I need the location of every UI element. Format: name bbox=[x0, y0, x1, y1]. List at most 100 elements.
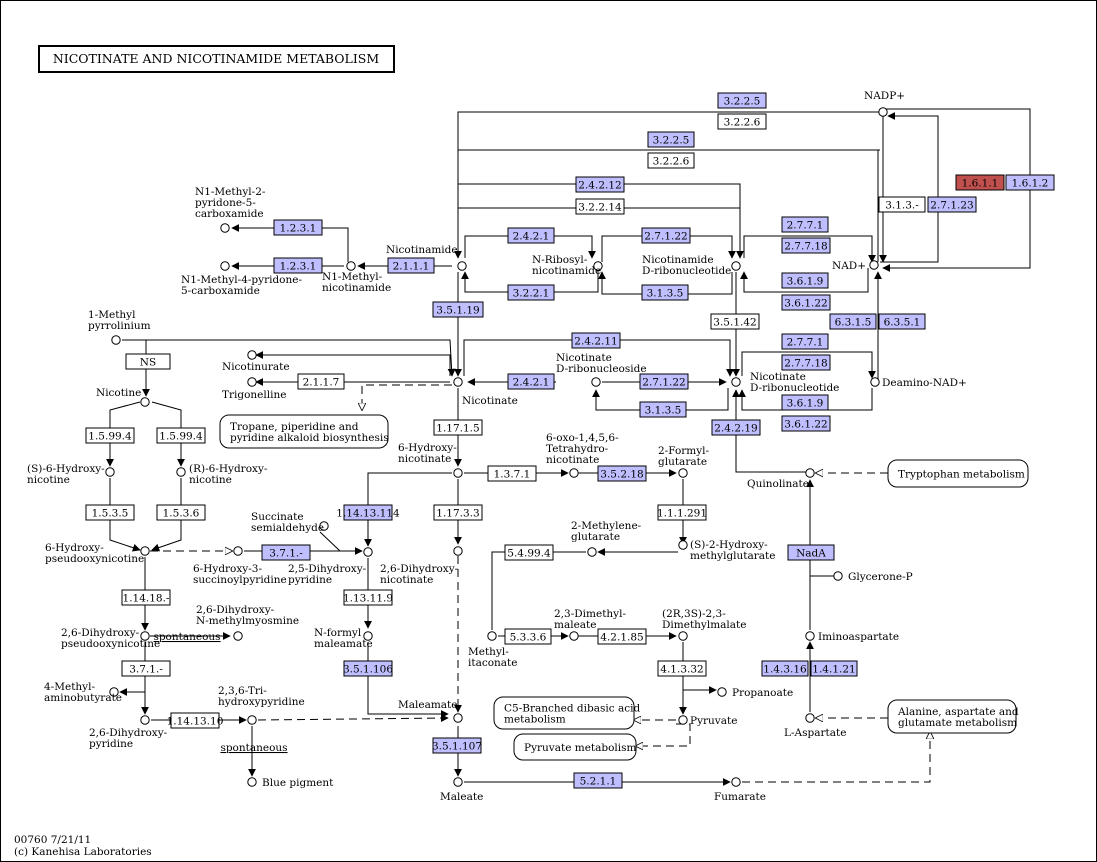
enzyme-box-e35[interactable] bbox=[781, 415, 831, 432]
enzyme-e41[interactable]: 3.5.2.18 bbox=[597, 465, 647, 482]
enzyme-e24[interactable]: 6.3.1.5 bbox=[829, 313, 877, 330]
compound-n1mnic[interactable]: N1-Methyl-nicotinamide bbox=[322, 261, 391, 294]
enzyme-e26[interactable]: NS bbox=[125, 353, 171, 370]
map-m5[interactable]: Pyruvate metabolism bbox=[513, 733, 637, 761]
enzyme-box-e23[interactable] bbox=[710, 313, 760, 330]
enzyme-e47[interactable]: 3.7.1.- bbox=[261, 544, 311, 561]
enzyme-e53[interactable]: 4.2.1.85 bbox=[597, 628, 647, 645]
enzyme-box-e50[interactable] bbox=[121, 589, 171, 606]
compound-node-trigonelline[interactable] bbox=[247, 377, 257, 387]
compound-maleamate[interactable]: Maleamate bbox=[398, 699, 463, 723]
enzyme-e44[interactable]: 1.14.13.114 bbox=[336, 504, 400, 521]
compound-node-quinolinate[interactable] bbox=[805, 468, 815, 478]
compound-trigonelline[interactable]: Trigonelline bbox=[222, 377, 286, 401]
enzyme-e56[interactable]: 4.1.3.32 bbox=[657, 660, 707, 677]
compound-dhnic[interactable]: 2,6-Dihydroxy-nicotinate bbox=[380, 546, 463, 586]
enzyme-box-e5[interactable] bbox=[575, 176, 625, 193]
enzyme-e18[interactable]: 2.7.7.1 bbox=[781, 216, 829, 233]
compound-oxotetra[interactable]: 6-oxo-1,4,5,6-Tetrahydro-nicotinate bbox=[546, 432, 619, 478]
enzyme-e58[interactable]: 1.4.1.21 bbox=[810, 660, 858, 677]
enzyme-box-e55[interactable] bbox=[121, 660, 171, 677]
compound-node-nadp[interactable] bbox=[878, 107, 888, 117]
enzyme-e20[interactable]: 3.6.1.9 bbox=[781, 272, 829, 289]
enzyme-e3[interactable]: 3.2.2.5 bbox=[647, 131, 695, 148]
enzyme-box-e32[interactable] bbox=[781, 333, 829, 350]
enzyme-e50[interactable]: 1.14.18.- bbox=[121, 589, 171, 606]
compound-nicotine[interactable]: Nicotine bbox=[96, 387, 150, 407]
compound-node-propanoate[interactable] bbox=[717, 687, 727, 697]
compound-node-dhnmm[interactable] bbox=[233, 631, 243, 641]
enzyme-box-e59[interactable] bbox=[170, 712, 220, 729]
enzyme-box-e37[interactable] bbox=[85, 427, 135, 444]
enzyme-e51[interactable]: 1.13.11.9 bbox=[343, 589, 393, 606]
enzyme-e31[interactable]: 3.1.3.5 bbox=[639, 401, 687, 418]
enzyme-box-e53[interactable] bbox=[597, 628, 647, 645]
enzyme-e9[interactable]: 3.1.3.- bbox=[878, 196, 926, 213]
compound-node-maleamate[interactable] bbox=[453, 713, 463, 723]
compound-deamino[interactable]: Deamino-NAD+ bbox=[870, 377, 967, 389]
enzyme-e11[interactable]: 1.2.3.1 bbox=[273, 219, 323, 236]
compound-node-methglut[interactable] bbox=[587, 547, 597, 557]
enzyme-box-e14[interactable] bbox=[507, 227, 555, 244]
enzyme-box-e51[interactable] bbox=[343, 589, 393, 606]
compound-node-nar[interactable] bbox=[591, 377, 601, 387]
compound-formylglut[interactable]: 2-Formyl-glutarate bbox=[658, 445, 710, 478]
enzyme-box-e34[interactable] bbox=[781, 394, 829, 411]
compound-hmg[interactable]: (S)-2-Hydroxy-methylglutarate bbox=[678, 539, 776, 562]
compound-dmm[interactable]: 2,3-Dimethyl-maleate bbox=[554, 608, 626, 641]
enzyme-box-e48[interactable] bbox=[504, 544, 554, 561]
enzyme-e2[interactable]: 3.2.2.6 bbox=[717, 113, 767, 130]
compound-iminoasp[interactable]: Iminoaspartate bbox=[805, 631, 899, 643]
enzyme-box-e54[interactable] bbox=[343, 660, 393, 677]
enzyme-box-e25[interactable] bbox=[878, 313, 926, 330]
enzyme-box-e18[interactable] bbox=[781, 216, 829, 233]
compound-node-dhp[interactable] bbox=[363, 547, 373, 557]
enzyme-e36[interactable]: 1.17.1.5 bbox=[433, 419, 483, 436]
enzyme-e19[interactable]: 2.7.7.18 bbox=[781, 237, 831, 254]
compound-nicamide[interactable]: Nicotinamide bbox=[386, 244, 467, 271]
enzyme-box-e27[interactable] bbox=[571, 332, 621, 349]
enzyme-e52[interactable]: 5.3.3.6 bbox=[504, 628, 552, 645]
compound-n1m4py[interactable]: N1-Methyl-4-pyridone-5-carboxamide bbox=[181, 261, 302, 297]
enzyme-box-e60[interactable] bbox=[432, 737, 482, 754]
compound-pyruvate[interactable]: Pyruvate bbox=[678, 715, 738, 727]
enzyme-box-e30[interactable] bbox=[639, 373, 689, 390]
enzyme-box-e61[interactable] bbox=[573, 772, 623, 789]
enzyme-e6[interactable]: 3.2.2.14 bbox=[575, 198, 625, 215]
compound-node-hpseudo[interactable] bbox=[140, 546, 150, 556]
enzyme-e22[interactable]: 3.5.1.19 bbox=[432, 301, 484, 318]
compound-node-n1mnic[interactable] bbox=[346, 261, 356, 271]
compound-node-namn[interactable] bbox=[731, 377, 741, 387]
enzyme-e23[interactable]: 3.5.1.42 bbox=[710, 313, 760, 330]
enzyme-e39[interactable]: 2.4.2.19 bbox=[711, 419, 761, 436]
enzyme-e57[interactable]: 1.4.3.16 bbox=[761, 660, 809, 677]
enzyme-box-e11[interactable] bbox=[273, 219, 323, 236]
compound-node-formylglut[interactable] bbox=[678, 468, 688, 478]
compound-nicotinate[interactable]: Nicotinate bbox=[453, 377, 518, 407]
enzyme-e10[interactable]: 2.7.1.23 bbox=[927, 196, 977, 213]
enzyme-e61[interactable]: 5.2.1.1 bbox=[573, 772, 623, 789]
compound-node-succsemi[interactable] bbox=[319, 521, 329, 531]
compound-node-dhnic[interactable] bbox=[453, 546, 463, 556]
compound-maleate[interactable]: Maleate bbox=[440, 777, 483, 803]
compound-node-blue[interactable] bbox=[247, 777, 257, 787]
compound-hpseudo[interactable]: 6-Hydroxy-pseudooxynicotine bbox=[45, 542, 150, 565]
compound-node-deamino[interactable] bbox=[870, 377, 880, 387]
enzyme-e43[interactable]: 1.5.3.6 bbox=[156, 504, 206, 521]
map-box-m2[interactable] bbox=[887, 459, 1029, 488]
compound-quinolinate[interactable]: Quinolinate bbox=[747, 468, 815, 490]
enzyme-box-e49[interactable] bbox=[787, 544, 835, 561]
enzyme-box-e26[interactable] bbox=[125, 353, 171, 370]
enzyme-e28[interactable]: 2.1.1.7 bbox=[297, 373, 345, 390]
enzyme-e46[interactable]: 1.1.1.291 bbox=[657, 504, 707, 521]
compound-node-hmg[interactable] bbox=[678, 540, 688, 550]
enzyme-box-e28[interactable] bbox=[297, 373, 345, 390]
compound-node-n1m2py[interactable] bbox=[220, 223, 230, 233]
compound-node-dmmal[interactable] bbox=[678, 631, 688, 641]
enzyme-e34[interactable]: 3.6.1.9 bbox=[781, 394, 829, 411]
